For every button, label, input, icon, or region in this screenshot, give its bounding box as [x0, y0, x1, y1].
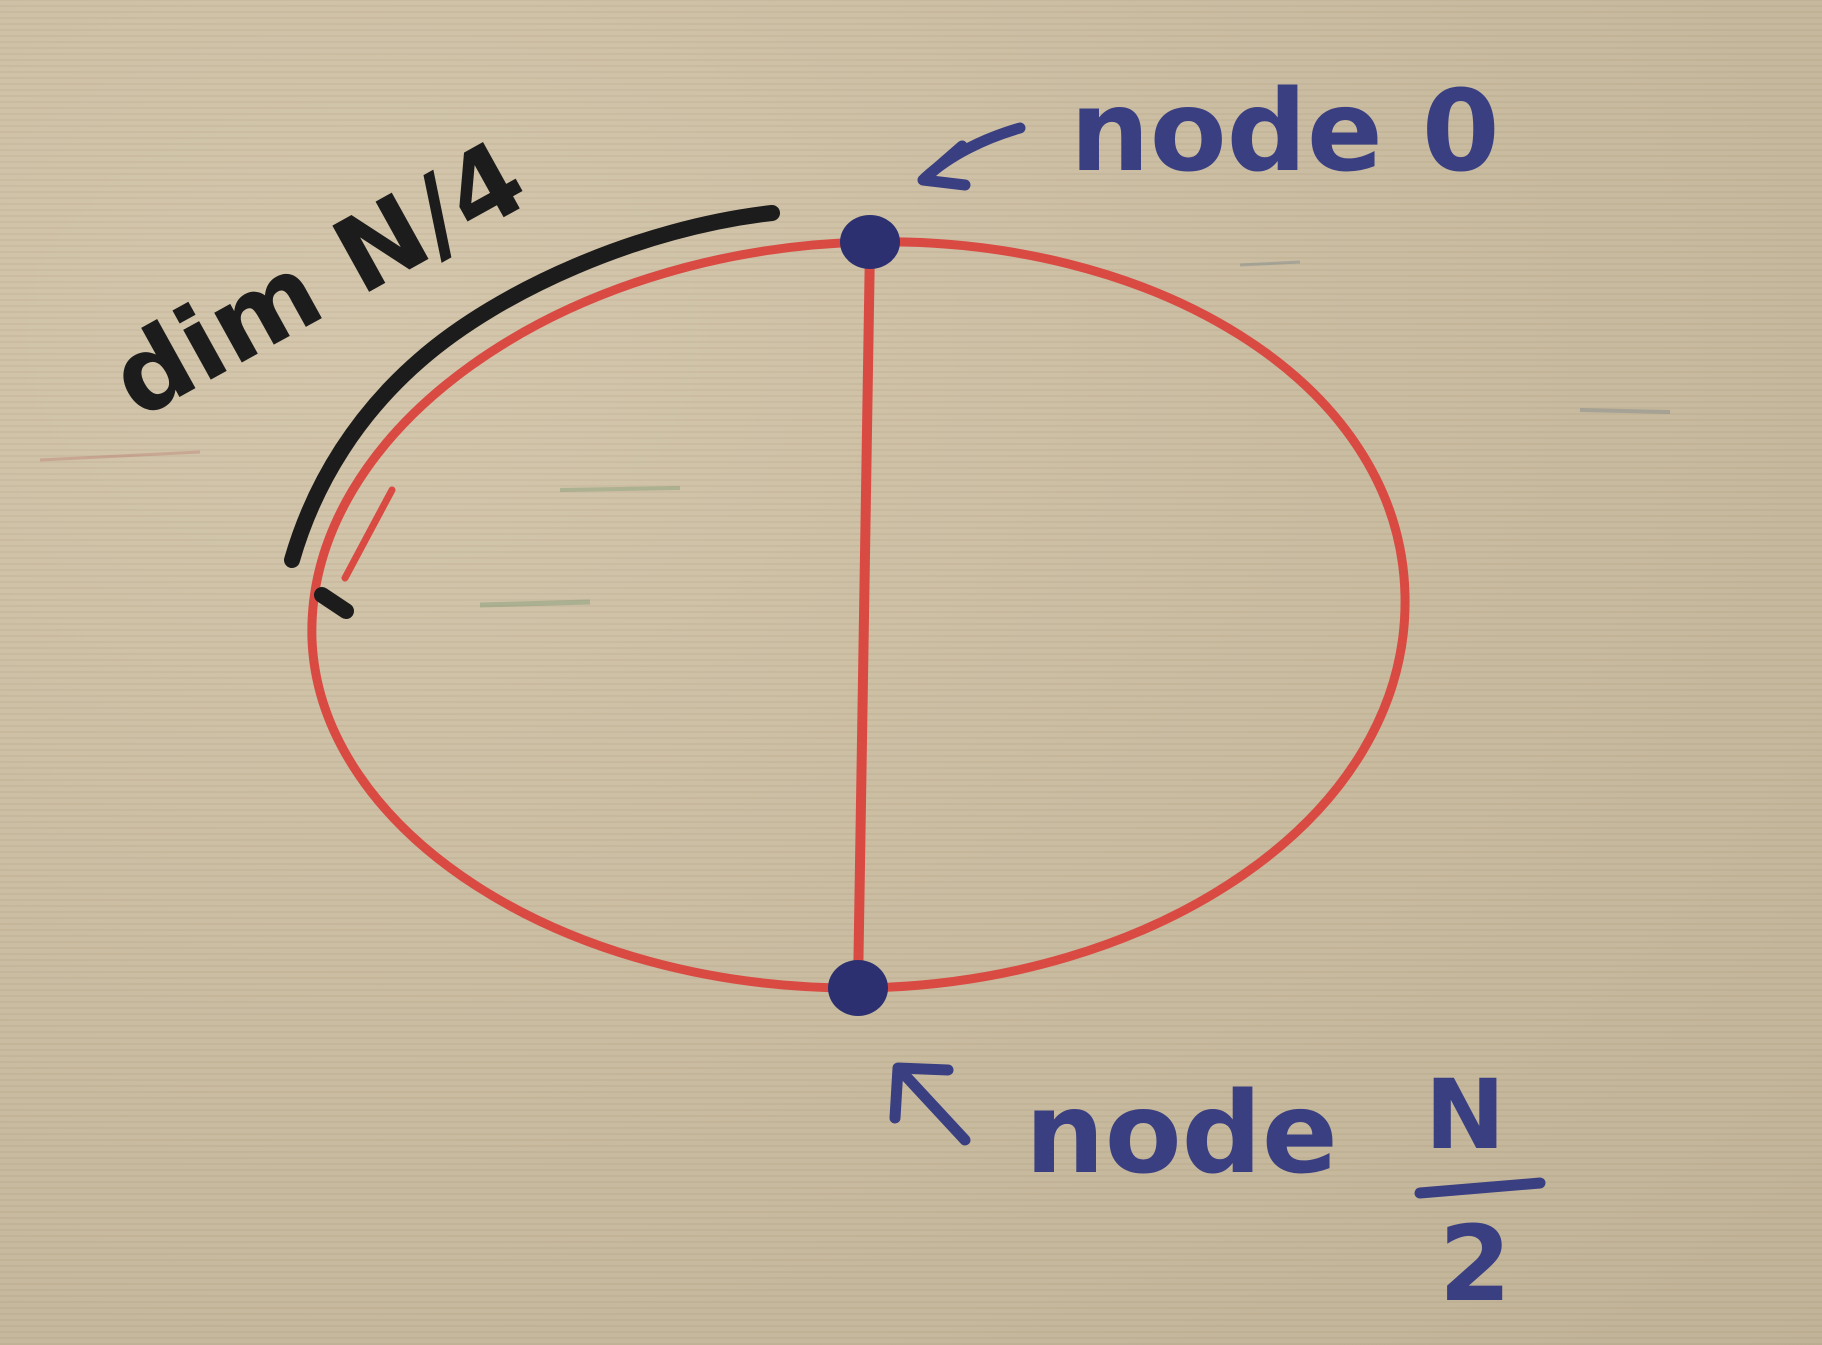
fraction-denominator: 2	[1439, 1203, 1511, 1325]
arc-annotation-line	[284, 205, 780, 568]
arc-annotation-endcap	[314, 587, 354, 619]
node-n-2-fraction: N 2	[1414, 1059, 1546, 1325]
diameter-edge	[853, 240, 875, 993]
background-smudges	[39, 260, 1671, 608]
node-0-dot	[840, 215, 900, 269]
fraction-bar	[1414, 1177, 1546, 1199]
node-n-2-arrow-icon	[889, 1062, 971, 1146]
ring-arrow-mark	[341, 486, 396, 582]
node-n-2-label: node	[1025, 1069, 1338, 1199]
node-n-2-dot	[828, 960, 888, 1016]
arc-annotation-label: dim N/4	[91, 116, 546, 442]
fraction-numerator: N	[1425, 1059, 1505, 1171]
node-0-arrow-icon	[917, 122, 1026, 191]
node-0-label: node 0	[1070, 67, 1500, 197]
